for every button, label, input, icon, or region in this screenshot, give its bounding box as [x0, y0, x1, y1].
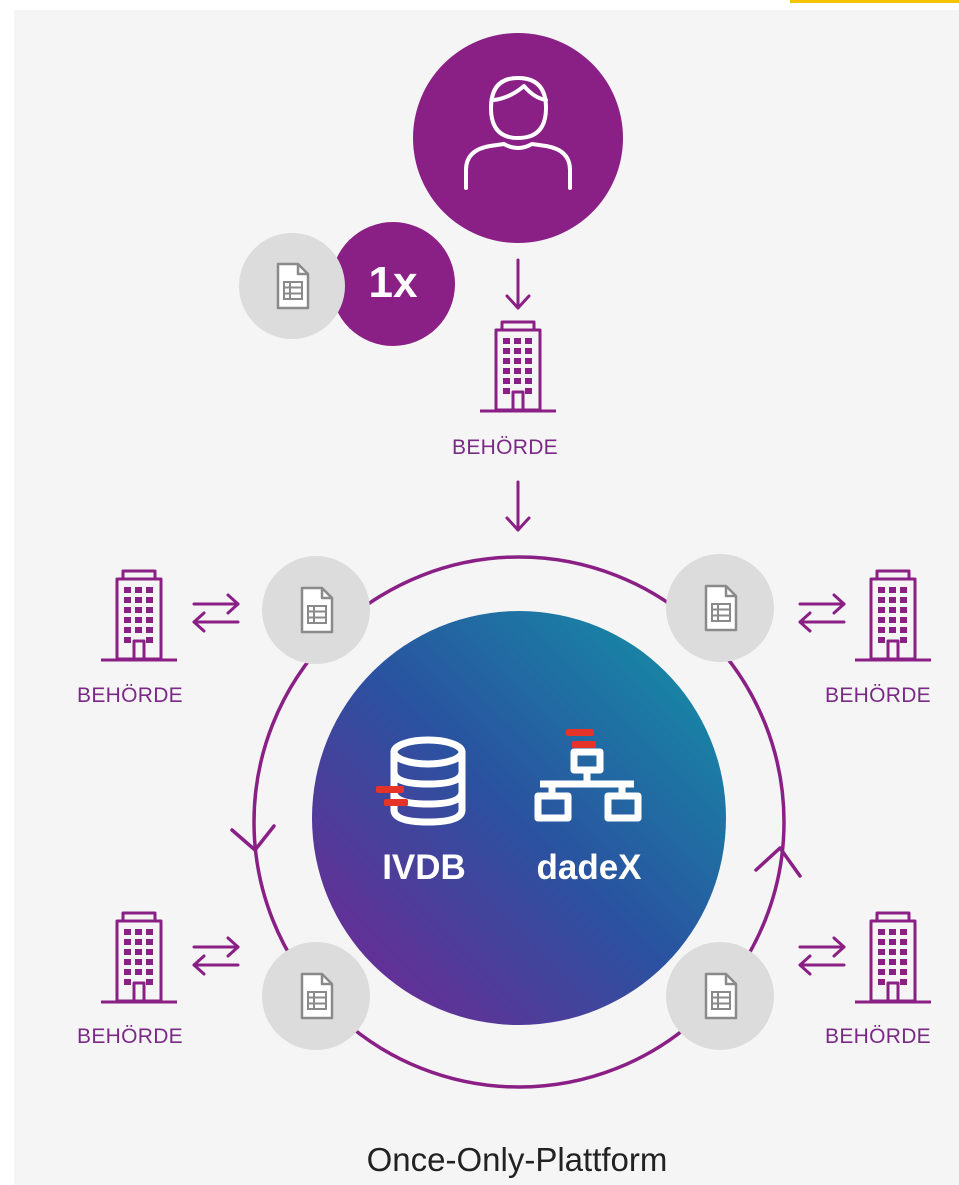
orbit-ring: [252, 555, 786, 1089]
building-icon: [478, 320, 558, 413]
user-icon: [413, 33, 623, 243]
document-icon: [704, 972, 738, 1020]
authority-label-right-bottom: BEHÖRDE: [825, 1025, 931, 1048]
hub-label-dadex: dadeX: [536, 848, 642, 887]
document-icon: [300, 972, 334, 1020]
network-icon: [534, 729, 642, 822]
building-icon: [853, 911, 933, 1004]
document-icon: [276, 262, 310, 310]
document-icon: [300, 586, 334, 634]
arrow-down-icon: [505, 480, 531, 532]
authority-label-left-top: BEHÖRDE: [77, 684, 183, 707]
exchange-arrows-icon: [192, 593, 240, 633]
hub-label-ivdb: IVDB: [382, 848, 466, 887]
highlight-bar: [790, 0, 959, 3]
once-badge-label: 1x: [368, 258, 418, 307]
hub-circle: [312, 611, 726, 1025]
building-icon: [853, 569, 933, 662]
authority-label-top: BEHÖRDE: [452, 436, 558, 459]
building-icon: [99, 911, 179, 1004]
diagram-caption: Once-Only-Plattform: [366, 1141, 668, 1178]
document-icon: [704, 584, 738, 632]
exchange-arrows-icon: [798, 936, 846, 976]
arrow-down-icon: [505, 258, 531, 310]
database-icon: [376, 736, 466, 826]
once-badge-circle: [331, 222, 455, 346]
exchange-arrows-icon: [798, 593, 846, 633]
orbit-arrow-up-icon: [754, 846, 802, 878]
building-icon: [99, 569, 179, 662]
exchange-arrows-icon: [192, 936, 240, 976]
orbit-arrow-down-icon: [230, 824, 276, 852]
authority-label-right-top: BEHÖRDE: [825, 684, 931, 707]
authority-label-left-bottom: BEHÖRDE: [77, 1025, 183, 1048]
